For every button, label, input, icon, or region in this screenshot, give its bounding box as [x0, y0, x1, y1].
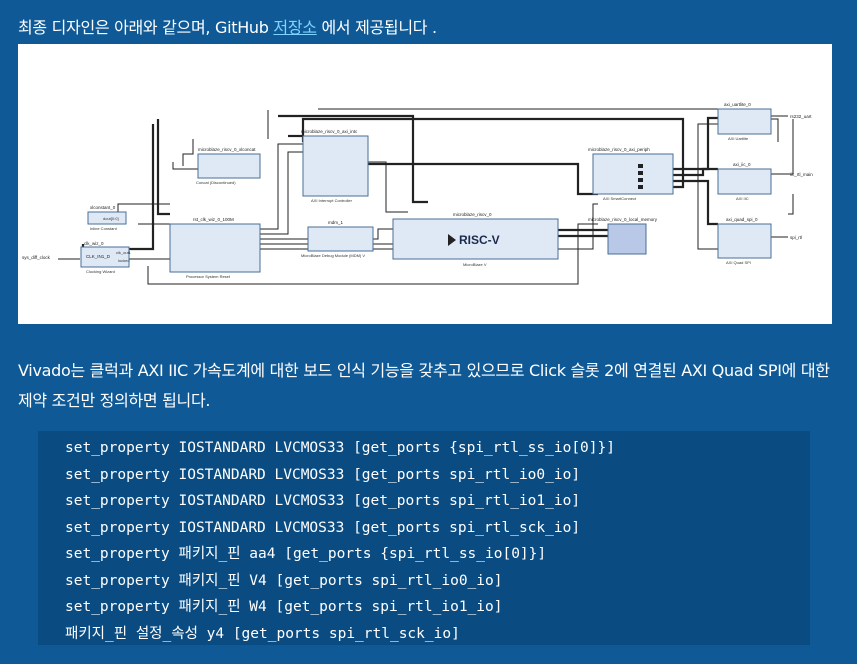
- periph-subtitle: AXI SmartConnect: [603, 196, 637, 201]
- clocking-wizard-block[interactable]: [80, 246, 130, 268]
- code-line: 패키지_핀 설정_속성 y4 [get_ports spi_rtl_sck_io…: [65, 625, 460, 642]
- axi-uartlite-block[interactable]: [717, 108, 772, 135]
- code-line: set_property IOSTANDARD LVCMOS33 [get_po…: [65, 519, 581, 536]
- smartconnect-port-icon: [638, 164, 643, 168]
- iic-output-port: iic_rtl_main: [790, 172, 813, 177]
- dout-port: dout[0:0]: [103, 216, 119, 221]
- code-block: set_property IOSTANDARD LVCMOS33 [get_po…: [38, 431, 810, 645]
- code-line: set_property IOSTANDARD LVCMOS33 [get_po…: [65, 466, 581, 483]
- code-line: set_property 패키지_핀 V4 [get_ports spi_rtl…: [65, 572, 503, 589]
- xlconstant-subtitle: Inline Constant: [90, 226, 118, 231]
- clk-wiz-title: clk_wiz_0: [84, 241, 104, 246]
- smartconnect-port-icon: [638, 171, 643, 175]
- uart-output-port: rs232_uart: [790, 114, 812, 119]
- mdm-block[interactable]: [307, 226, 374, 252]
- riscv-logo-text: RISC-V: [459, 233, 500, 247]
- uart-subtitle: AXI Uartlite: [728, 136, 749, 141]
- intc-title: microblaze_riscv_0_axi_intc: [301, 129, 358, 134]
- mdm-subtitle: MicroBlaze Debug Module (MDM) V: [301, 253, 365, 258]
- code-line: set_property 패키지_핀 aa4 [get_ports {spi_r…: [65, 546, 547, 562]
- intro-after: 에서 제공됩니다 .: [316, 18, 437, 37]
- clk-in-port: CLK_IN1_D: [86, 254, 111, 259]
- block-diagram-svg: .blk{fill:#dfe9f5;stroke:#4a6e96;stroke-…: [22, 102, 813, 285]
- axi-intc-block[interactable]: [302, 135, 369, 197]
- uart-title: axi_uartlite_0: [724, 102, 751, 107]
- microblaze-v-block[interactable]: [392, 218, 559, 260]
- repository-link[interactable]: 저장소: [273, 18, 317, 37]
- smartconnect-port-icon: [638, 185, 643, 189]
- concat-title: microblaze_riscv_0_xlconcat: [198, 147, 256, 152]
- local-memory-block[interactable]: [607, 223, 647, 255]
- smartconnect-port-icon: [638, 178, 643, 182]
- intc-subtitle: AXI Interrupt Controller: [311, 198, 353, 203]
- description-paragraph: Vivado는 클럭과 AXI IIC 가속도계에 대한 보드 인식 기능을 갖…: [18, 361, 830, 410]
- intro-text: 최종 디자인은 아래와 같으며, GitHub 저장소 에서 제공됩니다 .: [18, 14, 437, 38]
- mb-title: microblaze_riscv_0: [453, 212, 492, 217]
- code-line: set_property IOSTANDARD LVCMOS33 [get_po…: [65, 493, 581, 509]
- spi-output-port: spi_rtl: [790, 235, 802, 240]
- block-diagram: .blk{fill:#dfe9f5;stroke:#4a6e96;stroke-…: [18, 44, 832, 324]
- intro-before: 최종 디자인은 아래와 같으며, GitHub: [18, 18, 274, 37]
- rst-subtitle: Processor System Reset: [186, 274, 231, 279]
- xlconstant-block[interactable]: [87, 211, 127, 225]
- mdm-title: mdm_1: [328, 220, 344, 225]
- code-line: set_property IOSTANDARD LVCMOS33 [get_po…: [65, 440, 615, 456]
- proc-sys-reset-block[interactable]: [169, 223, 261, 273]
- mb-subtitle: MicroBlaze V: [463, 262, 487, 267]
- clk-wiz-subtitle: Clocking Wizard: [86, 269, 115, 274]
- sys-clk-port: sys_diff_clock: [22, 255, 51, 260]
- xlconstant-title: xlconstant_0: [90, 205, 116, 210]
- rst-title: rst_clk_wiz_0_100M: [193, 217, 234, 222]
- lmem-title: microblaze_riscv_0_local_memory: [588, 217, 658, 222]
- spi-title: axi_quad_spi_0: [726, 217, 758, 222]
- axi-quad-spi-block[interactable]: [717, 223, 772, 259]
- concat-subtitle: Concat (Discontinued): [196, 180, 236, 185]
- clk-out-port: clk_out1: [116, 250, 132, 255]
- axi-smartconnect-block[interactable]: [592, 153, 674, 195]
- iic-subtitle: AXI IIC: [736, 196, 749, 201]
- locked-port: locked: [118, 258, 130, 263]
- periph-title: microblaze_riscv_0_axi_periph: [588, 147, 650, 152]
- concat-block[interactable]: [197, 153, 261, 179]
- riscv-logo-icon: [448, 234, 456, 246]
- iic-title: axi_iic_0: [733, 162, 751, 167]
- spi-subtitle: AXI Quad SPI: [726, 260, 751, 265]
- axi-iic-block[interactable]: [717, 168, 772, 195]
- code-line: set_property 패키지_핀 W4 [get_ports spi_rtl…: [65, 599, 503, 615]
